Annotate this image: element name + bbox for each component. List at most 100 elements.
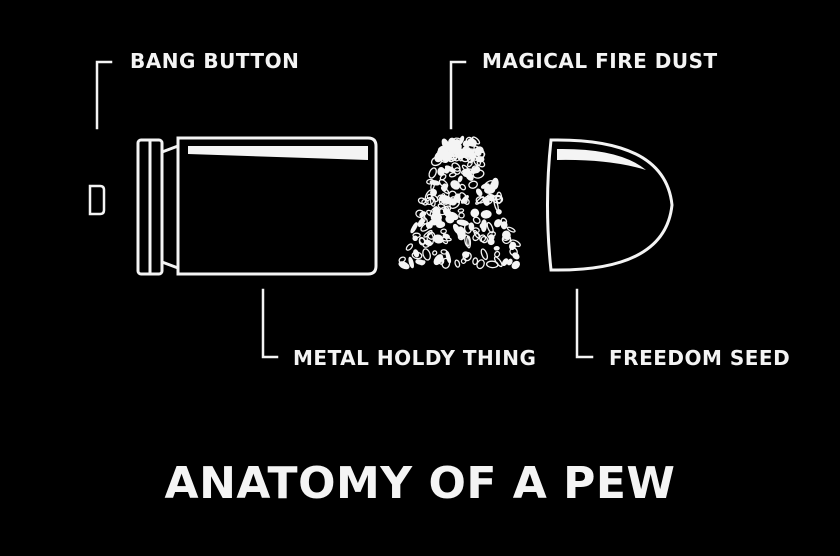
dust-grain (458, 135, 465, 145)
dust-grain (441, 257, 451, 269)
dust-grain (428, 167, 437, 179)
dust-grain (432, 250, 438, 256)
dust-grain (444, 165, 451, 174)
dust-grain (509, 241, 517, 251)
dust-grain (430, 188, 437, 197)
dust-grain (437, 166, 445, 177)
dust-grain (433, 254, 444, 266)
dust-grain (485, 260, 499, 269)
dust-grain (480, 210, 492, 219)
dust-grain (462, 251, 472, 262)
dust-grain (506, 226, 516, 233)
bang-button-label: BANG BUTTON (130, 49, 300, 73)
dust-grain (453, 139, 461, 146)
dust-grain (464, 234, 470, 247)
dust-grain (425, 196, 435, 206)
fire-dust-pile (398, 135, 521, 270)
casing-highlight (188, 146, 368, 160)
dust-grain (441, 138, 450, 151)
dust-grain (439, 173, 447, 181)
dust-grain (410, 222, 418, 234)
dust-grain (480, 248, 489, 261)
dust-grain (398, 261, 410, 270)
dust-grain (448, 198, 457, 206)
dust-grain (472, 216, 481, 225)
dust-grain (480, 235, 489, 244)
dust-grain (488, 234, 495, 241)
dust-grain (475, 196, 485, 205)
dust-grain (452, 223, 461, 235)
dust-grain (490, 181, 499, 190)
dust-grain (510, 239, 521, 248)
dust-grain (415, 209, 425, 218)
fire-dust-leader (449, 60, 467, 130)
dust-grain (413, 249, 420, 258)
dust-grain (440, 228, 447, 235)
dust-grain (511, 260, 521, 270)
dust-grain (454, 259, 461, 268)
dust-grain (462, 168, 471, 178)
metal-holdy-thing-label: METAL HOLDY THING (293, 346, 537, 370)
dust-grain (441, 183, 448, 192)
dust-grain (428, 218, 442, 226)
dust-grain (457, 208, 465, 213)
dust-grain (423, 229, 433, 238)
diagram-title: ANATOMY OF A PEW (164, 458, 676, 509)
dust-grain (463, 150, 473, 160)
freedom-seed-leader (575, 288, 594, 359)
dust-grain (502, 234, 511, 242)
dust-grain (441, 198, 449, 205)
dust-grain (459, 151, 473, 159)
dust-grain (468, 139, 477, 147)
dust-grain (501, 258, 509, 266)
dust-grain (475, 156, 485, 163)
dust-grain (456, 219, 469, 226)
dust-grain (493, 246, 500, 251)
dust-grain (411, 251, 423, 260)
dust-grain (480, 183, 490, 189)
dust-grain (458, 212, 465, 219)
dust-grain (476, 259, 485, 270)
freedom-seed-label: FREEDOM SEED (609, 346, 791, 370)
dust-grain (437, 203, 447, 210)
dust-grain (500, 217, 508, 225)
dust-grain (468, 180, 478, 189)
dust-grain (412, 235, 418, 242)
dust-grain (421, 217, 428, 225)
dust-grain (459, 183, 467, 191)
dust-grain (450, 180, 461, 190)
dust-grain (415, 259, 426, 265)
dust-grain (494, 250, 501, 258)
bullet-shape (546, 138, 674, 272)
dust-grain (493, 198, 499, 212)
dust-grain (512, 252, 520, 260)
dust-grain (418, 237, 426, 246)
dust-grain (480, 219, 487, 233)
dust-grain (439, 236, 452, 242)
dust-grain (470, 208, 480, 218)
dust-grain (486, 221, 494, 234)
dust-grain (490, 195, 502, 201)
dust-grain (475, 188, 483, 197)
dust-grain (463, 141, 470, 148)
dust-grain (408, 256, 414, 269)
magical-fire-dust-label: MAGICAL FIRE DUST (482, 49, 718, 73)
casing-shape (136, 136, 378, 276)
dust-grain (482, 197, 490, 206)
dust-grain (429, 196, 436, 207)
dust-grain (457, 175, 463, 183)
dust-grain (440, 157, 449, 164)
dust-grain (453, 167, 461, 175)
dust-grain (422, 248, 431, 261)
dust-grain (460, 257, 467, 264)
dust-grain (445, 250, 452, 264)
primer-shape (88, 184, 106, 216)
bang-button-leader (95, 60, 113, 130)
dust-grain (426, 232, 435, 246)
dust-grain (430, 211, 437, 220)
dust-grain (405, 243, 414, 251)
dust-grain (494, 219, 502, 228)
dust-grain (472, 232, 481, 242)
